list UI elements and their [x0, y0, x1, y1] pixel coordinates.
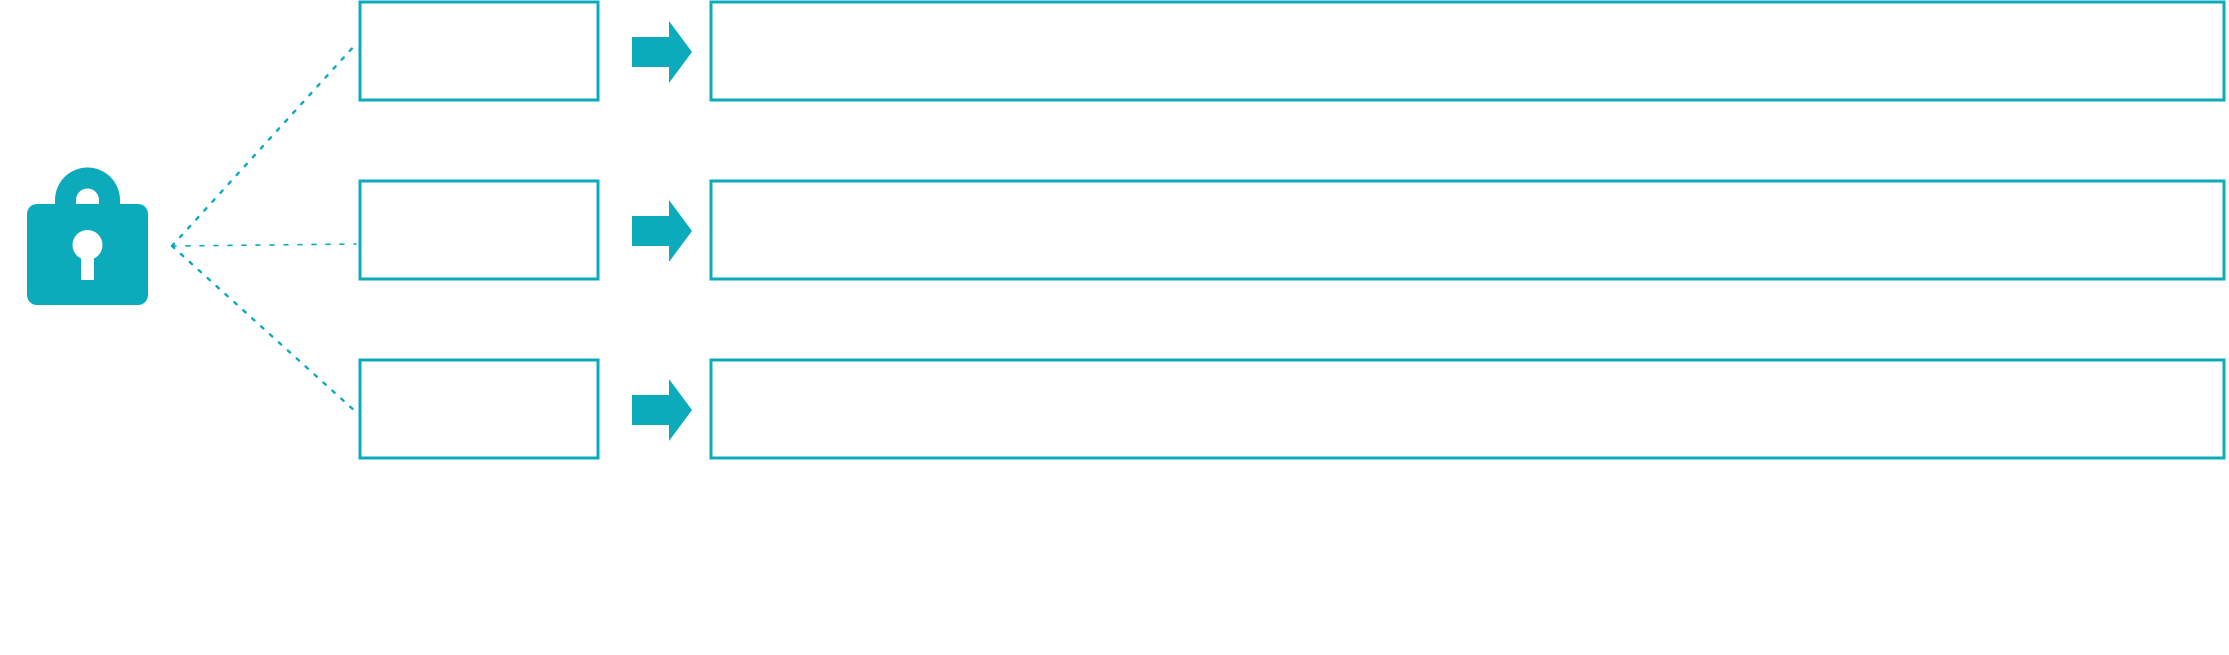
wide-box-row-2[interactable] — [709, 179, 2226, 281]
padlock-keyhole-stem — [81, 245, 94, 280]
right-arrow-icon-row-1 — [632, 21, 692, 83]
right-arrow-icon-row-2 — [632, 200, 692, 262]
flow-row-3 — [358, 358, 2226, 460]
connector-line-row-1 — [170, 42, 358, 248]
connector-group — [170, 42, 358, 414]
small-box-row-2[interactable] — [358, 179, 600, 281]
flow-row-2 — [358, 179, 2226, 281]
connector-line-row-2 — [171, 243, 357, 247]
small-box-row-1[interactable] — [358, 0, 600, 102]
padlock-icon[interactable] — [27, 167, 148, 306]
connector-line-row-3 — [170, 244, 358, 414]
wide-box-row-1[interactable] — [709, 0, 2226, 102]
right-arrow-icon-row-3 — [632, 379, 692, 441]
flow-row-1 — [358, 0, 2226, 102]
small-box-row-3[interactable] — [358, 358, 600, 460]
wide-box-row-3[interactable] — [709, 358, 2226, 460]
